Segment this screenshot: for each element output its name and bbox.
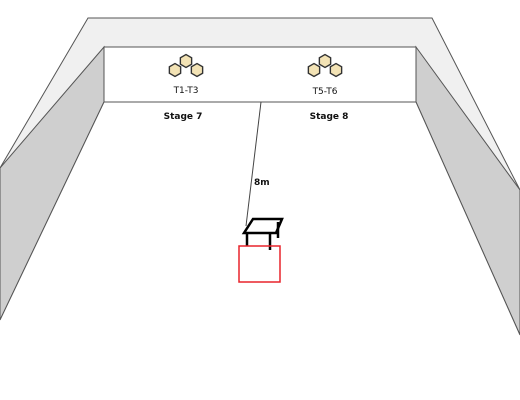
hexagon-2 bbox=[179, 53, 193, 69]
hexagon-1 bbox=[168, 62, 182, 78]
floor-left-edge bbox=[0, 101, 105, 321]
hexagon-3 bbox=[190, 62, 204, 78]
left-wall bbox=[0, 45, 105, 321]
stage-label-right: Stage 8 bbox=[310, 112, 349, 122]
stage-label-left: Stage 7 bbox=[164, 112, 203, 122]
back-wall bbox=[103, 46, 417, 103]
distance-label: 8m bbox=[254, 178, 270, 188]
right-wall bbox=[415, 45, 520, 336]
hexagon-cluster-icon bbox=[307, 53, 343, 78]
hexagon-1 bbox=[307, 62, 321, 78]
table-icon bbox=[241, 217, 284, 250]
zone-tag-right: T5-T6 bbox=[312, 87, 338, 97]
hexagon-3 bbox=[329, 62, 343, 78]
hexagon-2 bbox=[318, 53, 332, 69]
floor-right-edge bbox=[415, 101, 520, 336]
hexagon-cluster-icon bbox=[168, 53, 204, 78]
distance-line bbox=[245, 101, 262, 227]
square-marker bbox=[238, 245, 281, 283]
zone-tag-left: T1-T3 bbox=[173, 86, 199, 96]
floor bbox=[0, 102, 520, 400]
